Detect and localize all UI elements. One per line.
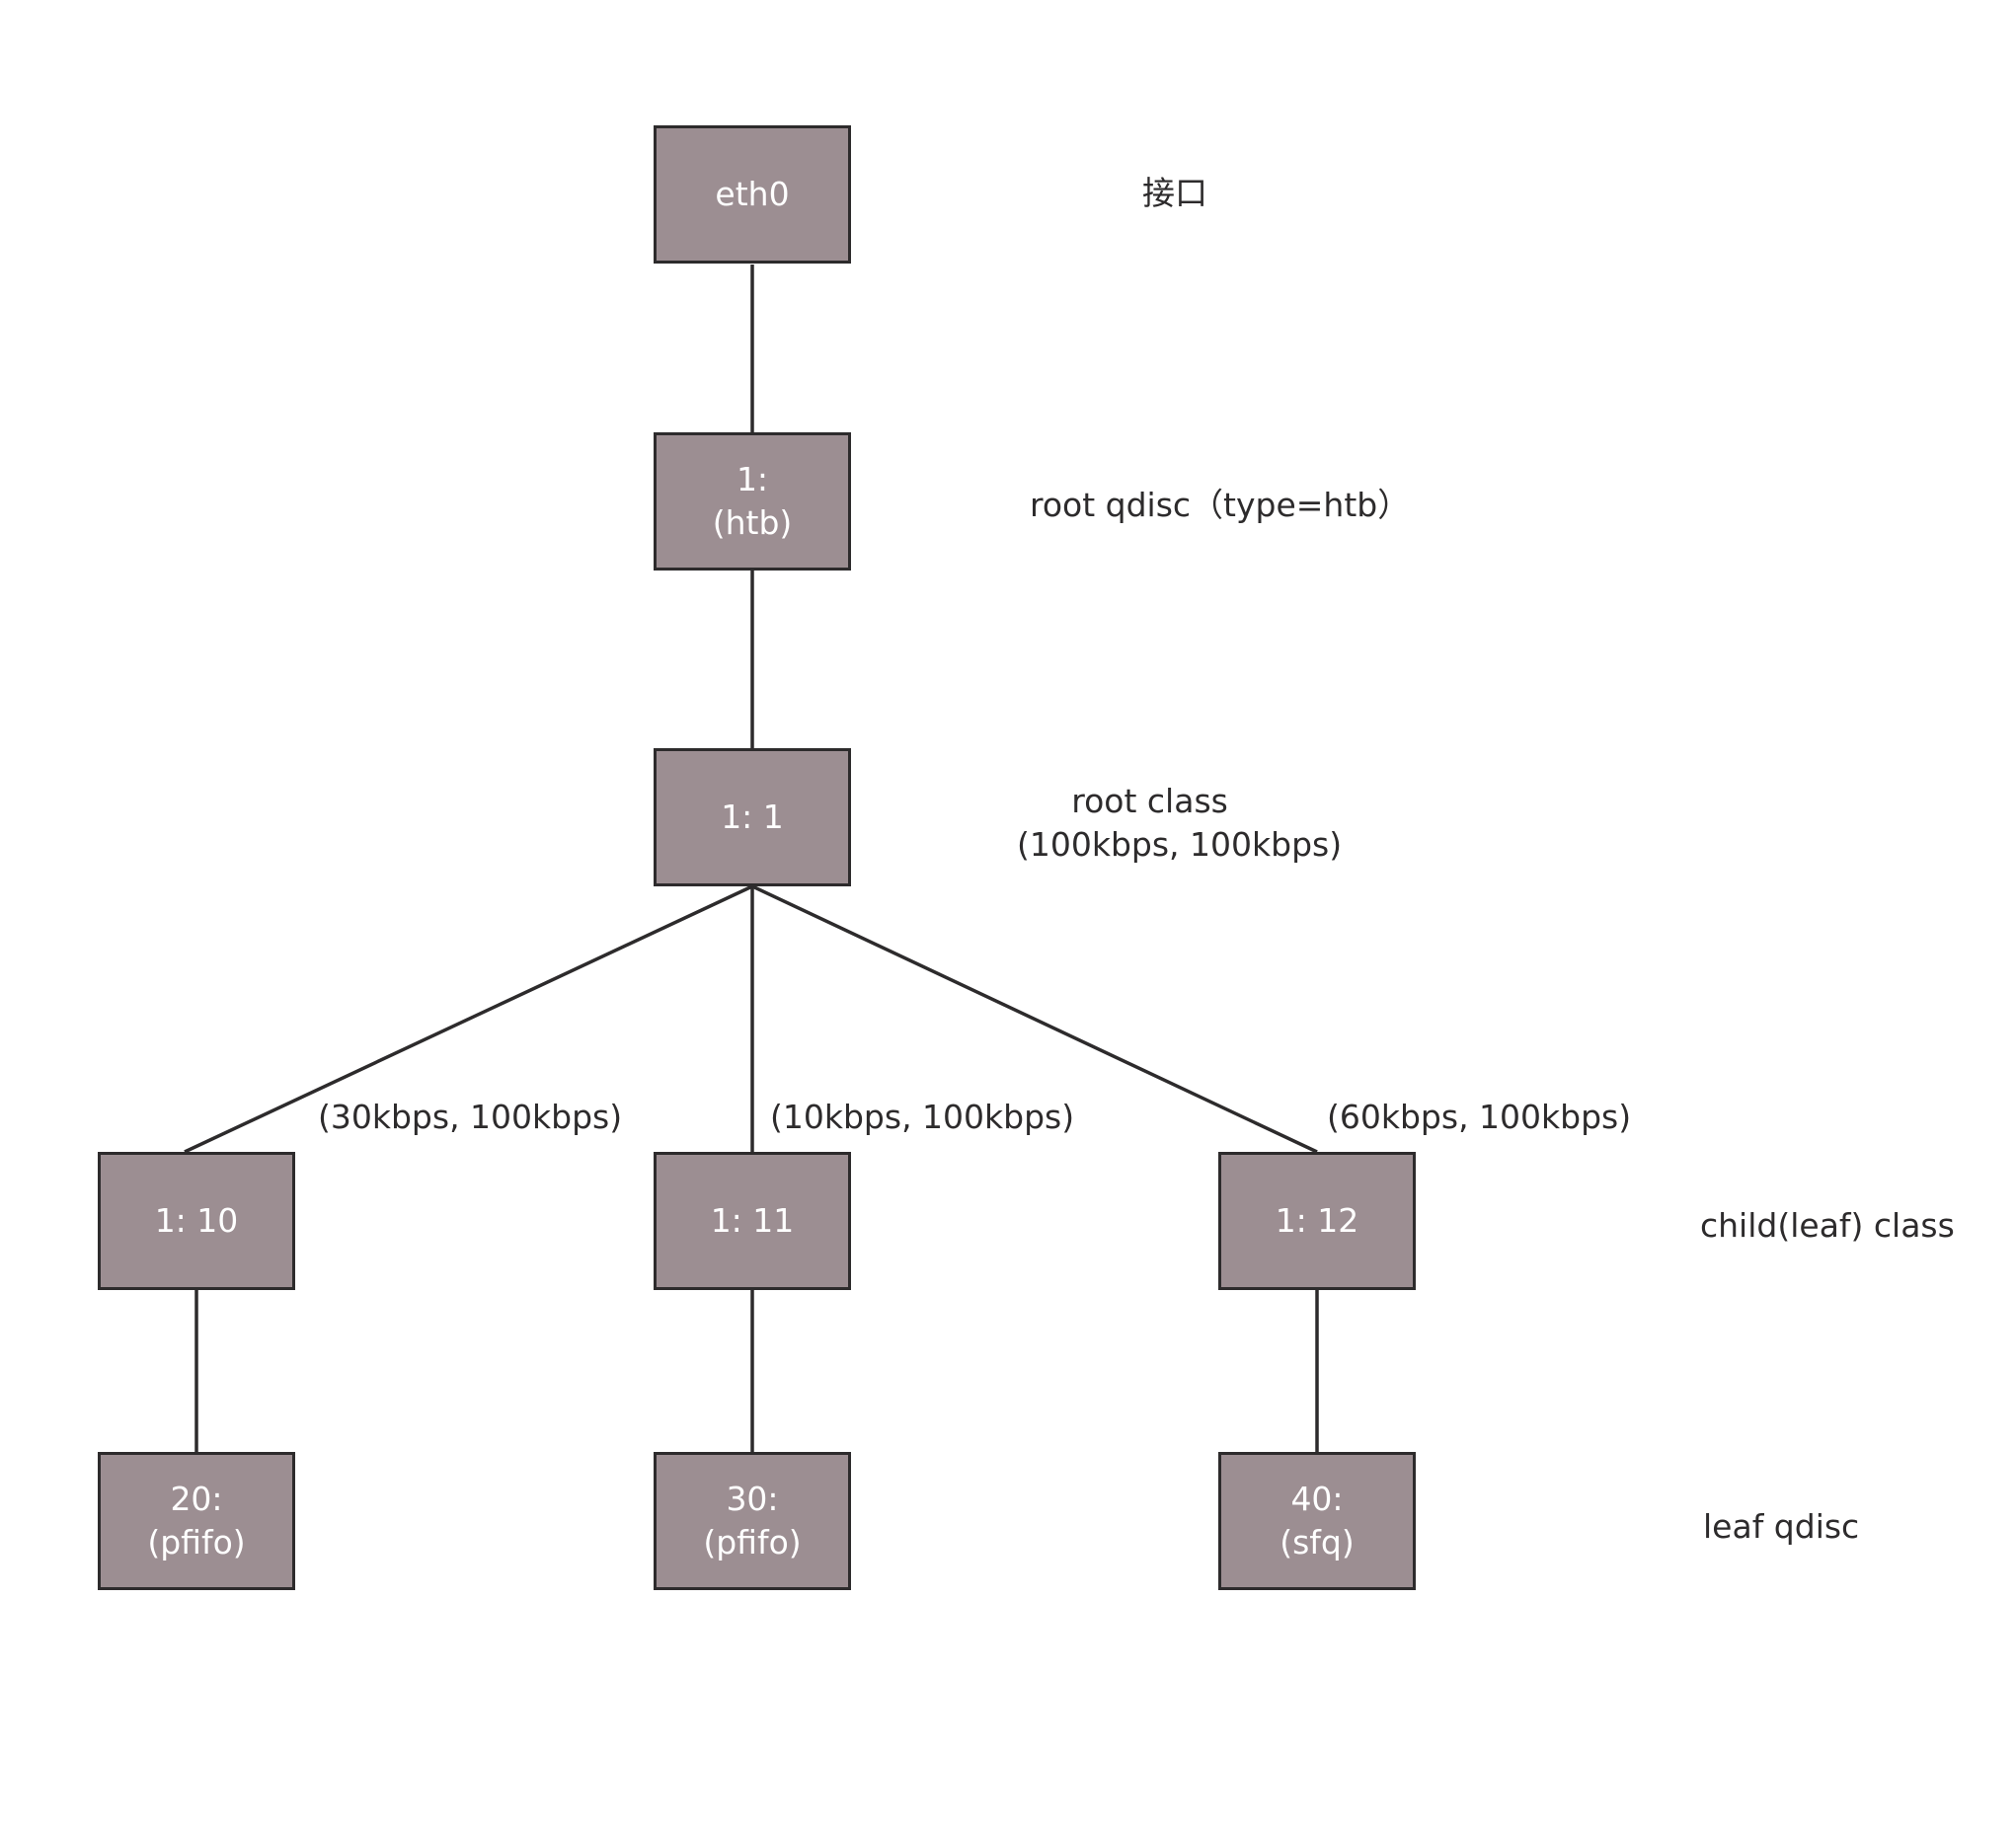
node-root-class: 1: 1: [654, 748, 851, 886]
node-qdisc-30-type: (pfifo): [703, 1523, 802, 1561]
node-root-qdisc: 1: (htb): [654, 432, 851, 571]
node-qdisc-30: 30: (pfifo): [654, 1452, 851, 1590]
edge-root-class-to-class-12: [751, 884, 1318, 1154]
node-qdisc-30-handle: 30:: [726, 1480, 779, 1518]
node-qdisc-20-type: (pfifo): [147, 1523, 246, 1561]
label-root-class: root class (100kbps, 100kbps): [1017, 780, 1342, 867]
node-eth0: eth0: [654, 125, 851, 264]
node-qdisc-20: 20: (pfifo): [98, 1452, 295, 1590]
node-class-11-label: 1: 11: [710, 1201, 795, 1240]
node-root-qdisc-type: (htb): [712, 503, 793, 542]
node-qdisc-40: 40: (sfq): [1218, 1452, 1416, 1590]
node-class-12: 1: 12: [1218, 1152, 1416, 1290]
label-leaf-qdisc: leaf qdisc: [1703, 1507, 1860, 1546]
label-root-class-title: root class: [1071, 782, 1228, 820]
node-qdisc-40-handle: 40:: [1290, 1480, 1344, 1518]
edge-label-class-10-rates: (30kbps, 100kbps): [318, 1098, 623, 1136]
edge-label-class-12-rates: (60kbps, 100kbps): [1327, 1098, 1632, 1136]
node-eth0-label: eth0: [715, 175, 790, 213]
node-root-class-label: 1: 1: [721, 798, 784, 836]
node-class-12-label: 1: 12: [1275, 1201, 1359, 1240]
label-child-leaf-class: child(leaf) class: [1700, 1206, 1955, 1245]
label-root-qdisc: root qdisc（type=htb）: [1030, 486, 1411, 524]
node-qdisc-40-type: (sfq): [1279, 1523, 1355, 1561]
node-root-qdisc-handle: 1:: [736, 460, 769, 498]
label-root-class-rates: (100kbps, 100kbps): [1017, 825, 1343, 864]
edge-label-class-11-rates: (10kbps, 100kbps): [770, 1098, 1075, 1136]
node-class-10: 1: 10: [98, 1152, 295, 1290]
label-interface: 接口: [1142, 174, 1207, 212]
node-class-11: 1: 11: [654, 1152, 851, 1290]
node-qdisc-20-handle: 20:: [170, 1480, 223, 1518]
edge-root-class-to-class-10: [184, 884, 753, 1154]
node-class-10-label: 1: 10: [154, 1201, 239, 1240]
